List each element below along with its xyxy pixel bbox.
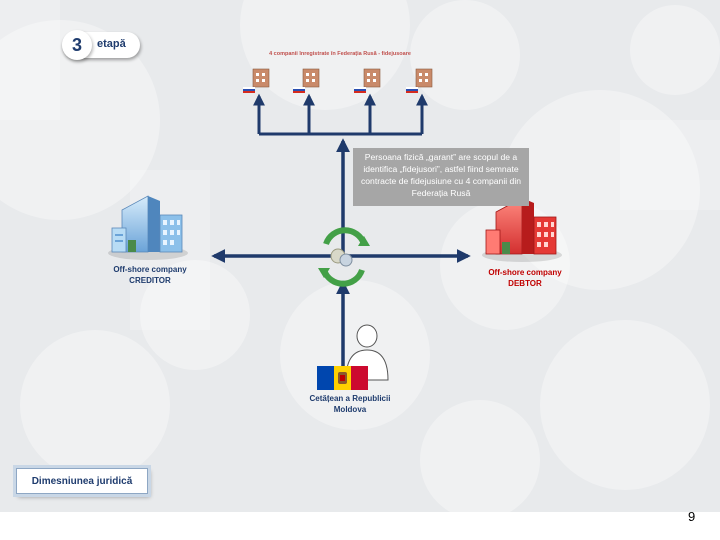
- page-number: 9: [688, 509, 696, 524]
- bg-rect: [620, 120, 720, 210]
- creditor-label-line1: Off-shore company: [113, 265, 187, 274]
- company-building-icon: [354, 68, 381, 93]
- bg-bubble: [540, 320, 710, 490]
- companies-connector: [253, 93, 428, 136]
- bg-bubble: [630, 5, 720, 95]
- stage-number: 3: [62, 30, 92, 60]
- bg-bubble: [420, 400, 540, 512]
- debtor-label-line1: Off-shore company: [488, 268, 562, 277]
- diagram-canvas: [108, 68, 562, 390]
- main-arrows: [211, 138, 471, 370]
- debtor-building-icon: [482, 197, 562, 262]
- company-building-icon: [293, 68, 320, 93]
- bg-bubble: [140, 260, 250, 370]
- bg-rect: [0, 0, 60, 120]
- citizen-label: Cetățean a Republicii Moldova: [290, 393, 410, 415]
- company-building-icon: [406, 68, 433, 93]
- companies-caption: 4 companii înregistrate în Federația Rus…: [269, 51, 411, 57]
- info-box: Persoana fizică „garant” are scopul de a…: [353, 148, 529, 206]
- debtor-label: Off-shore company DEBTOR: [470, 267, 580, 289]
- bg-bubble: [500, 90, 700, 290]
- stage-label: etapă: [97, 38, 126, 50]
- bg-bubble: [20, 330, 170, 480]
- company-building-icon: [243, 68, 270, 93]
- creditor-building-icon: [108, 195, 188, 260]
- citizen-label-line2: Moldova: [333, 405, 367, 414]
- section-button[interactable]: Dimesniunea juridică: [16, 468, 148, 494]
- debtor-label-line2: DEBTOR: [508, 279, 542, 288]
- exchange-icon: [318, 227, 370, 287]
- bg-bubble: [410, 0, 520, 110]
- creditor-label-line2: CREDITOR: [129, 276, 171, 285]
- creditor-label: Off-shore company CREDITOR: [95, 264, 205, 286]
- slide: 3 etapă 4 companii înregistrate în Feder…: [0, 0, 720, 512]
- moldova-flag-icon: [317, 366, 368, 390]
- citizen-label-line1: Cetățean a Republicii: [309, 394, 391, 403]
